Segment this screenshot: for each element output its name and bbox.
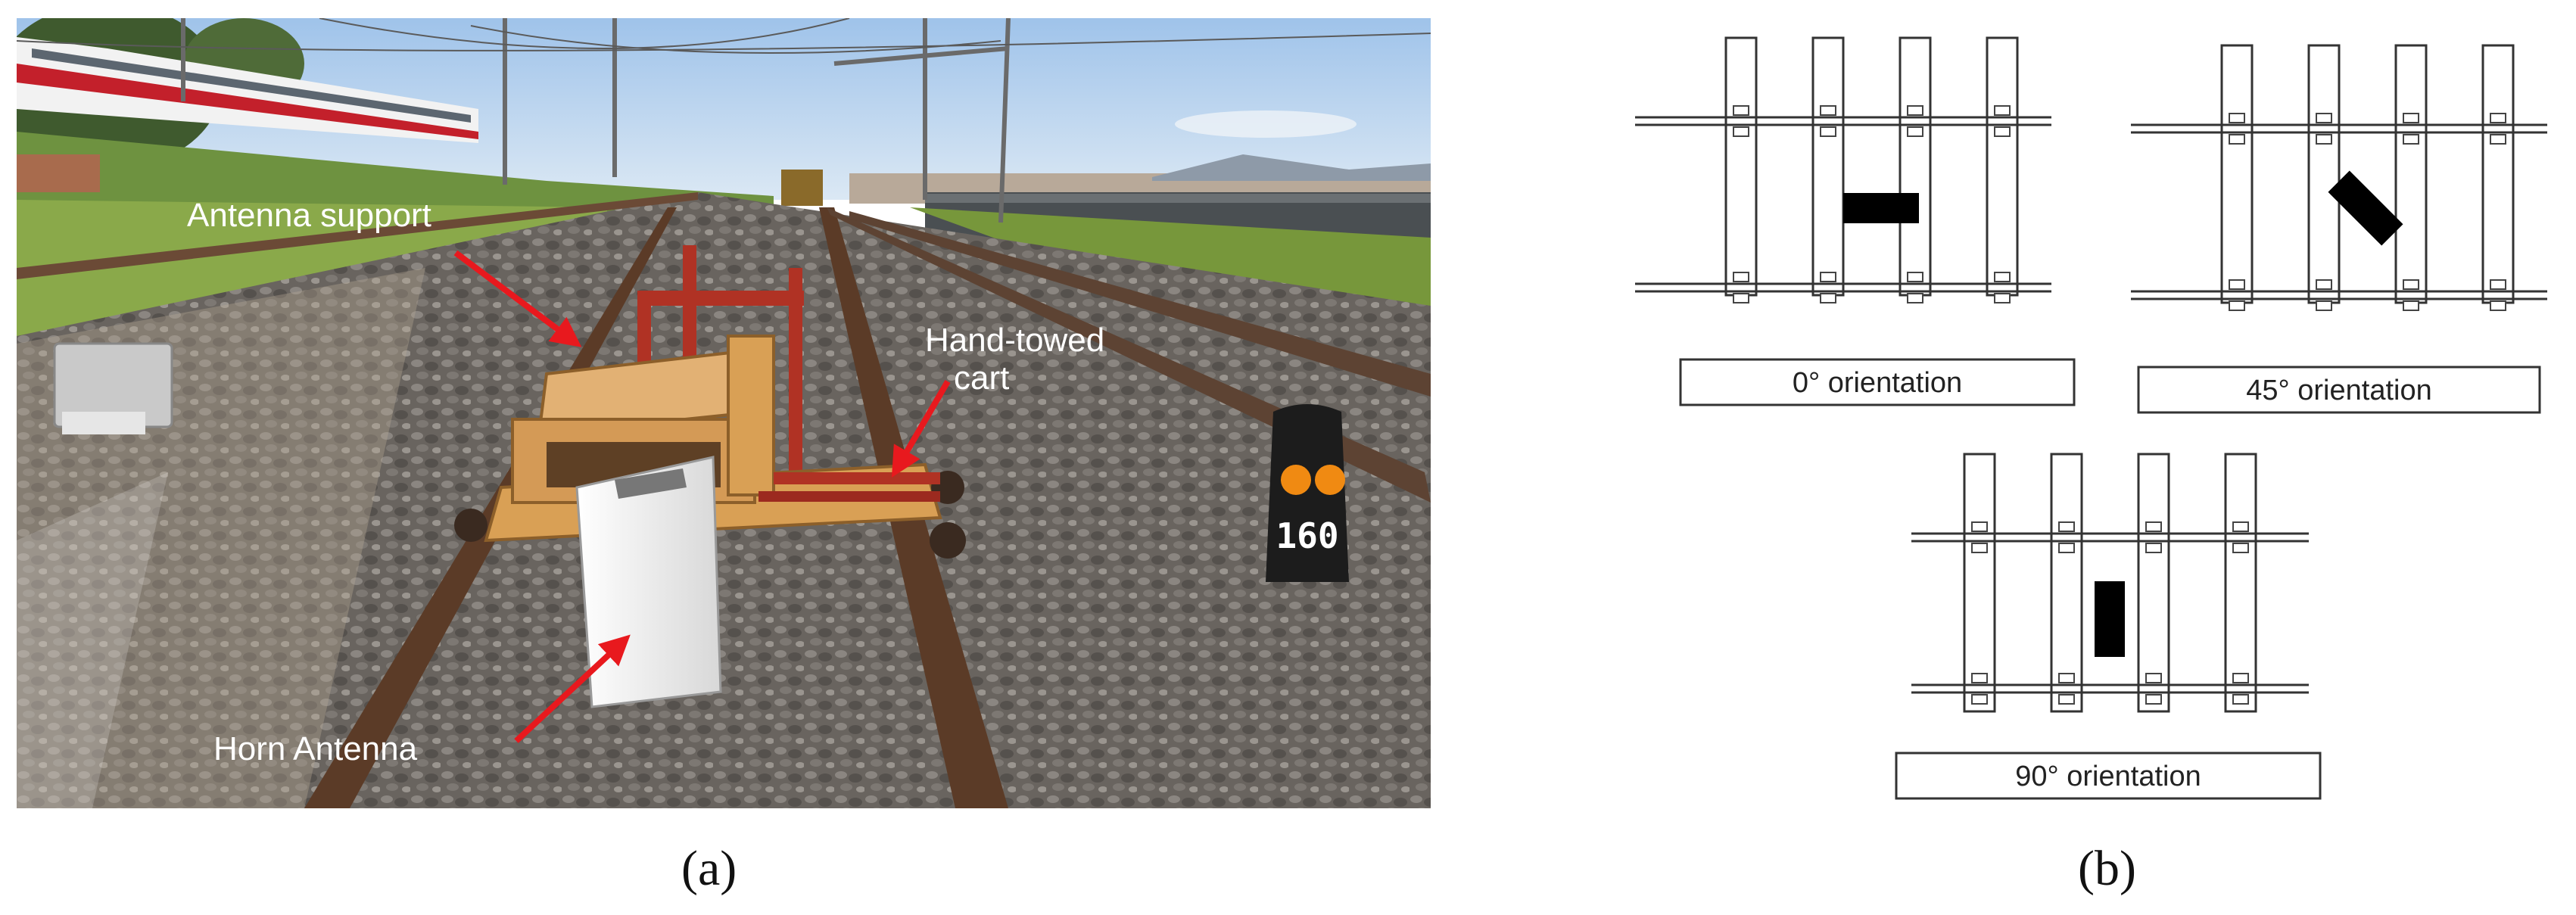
horn-antenna — [575, 456, 722, 708]
sleepers — [2220, 44, 2515, 304]
hand-towed-label-line2: cart — [954, 359, 1009, 397]
label-box — [1679, 358, 2076, 406]
label-box — [1895, 752, 2322, 800]
sleepers — [1724, 36, 2019, 297]
rails — [1635, 116, 2051, 293]
orientation-label-45: 45° orientation — [2246, 375, 2431, 406]
track-diagram-0deg: 0° orientation — [1635, 36, 2076, 406]
antenna-footprint — [2328, 170, 2403, 246]
cart-arrow — [891, 379, 951, 478]
antenna-support-arrow — [453, 250, 582, 347]
passenger-train — [17, 37, 478, 143]
orientation-schematics: 0° orientation 45° orientation — [1628, 23, 2566, 825]
hand-towed-label-line1: Hand-towed — [925, 322, 1104, 359]
catenary-poles — [181, 18, 1011, 223]
caption-b: (b) — [2078, 841, 2136, 896]
orientation-label-90: 90° orientation — [2015, 761, 2201, 792]
track-diagram-45deg: 45° orientation — [2131, 44, 2547, 414]
label-box — [2137, 366, 2541, 414]
antenna-footprint — [2095, 581, 2125, 657]
rails — [2131, 123, 2547, 300]
sleepers — [1963, 453, 2257, 713]
antenna-footprint — [1843, 193, 1919, 223]
railway-photo: 160 Antenna support Hand-towed cart Horn… — [17, 18, 1431, 808]
track-diagram-90deg: 90° orientation — [1895, 453, 2322, 800]
caption-a: (a) — [681, 841, 737, 896]
distant-locomotive — [781, 170, 823, 206]
speed-sign: 160 — [1266, 404, 1349, 582]
horn-antenna-label: Horn Antenna — [213, 730, 418, 767]
orientation-label-0: 0° orientation — [1793, 367, 1962, 399]
rails — [1911, 532, 2309, 694]
horn-antenna-arrow — [514, 634, 631, 743]
speed-sign-number: 160 — [1276, 515, 1338, 556]
antenna-support-label: Antenna support — [187, 197, 431, 234]
